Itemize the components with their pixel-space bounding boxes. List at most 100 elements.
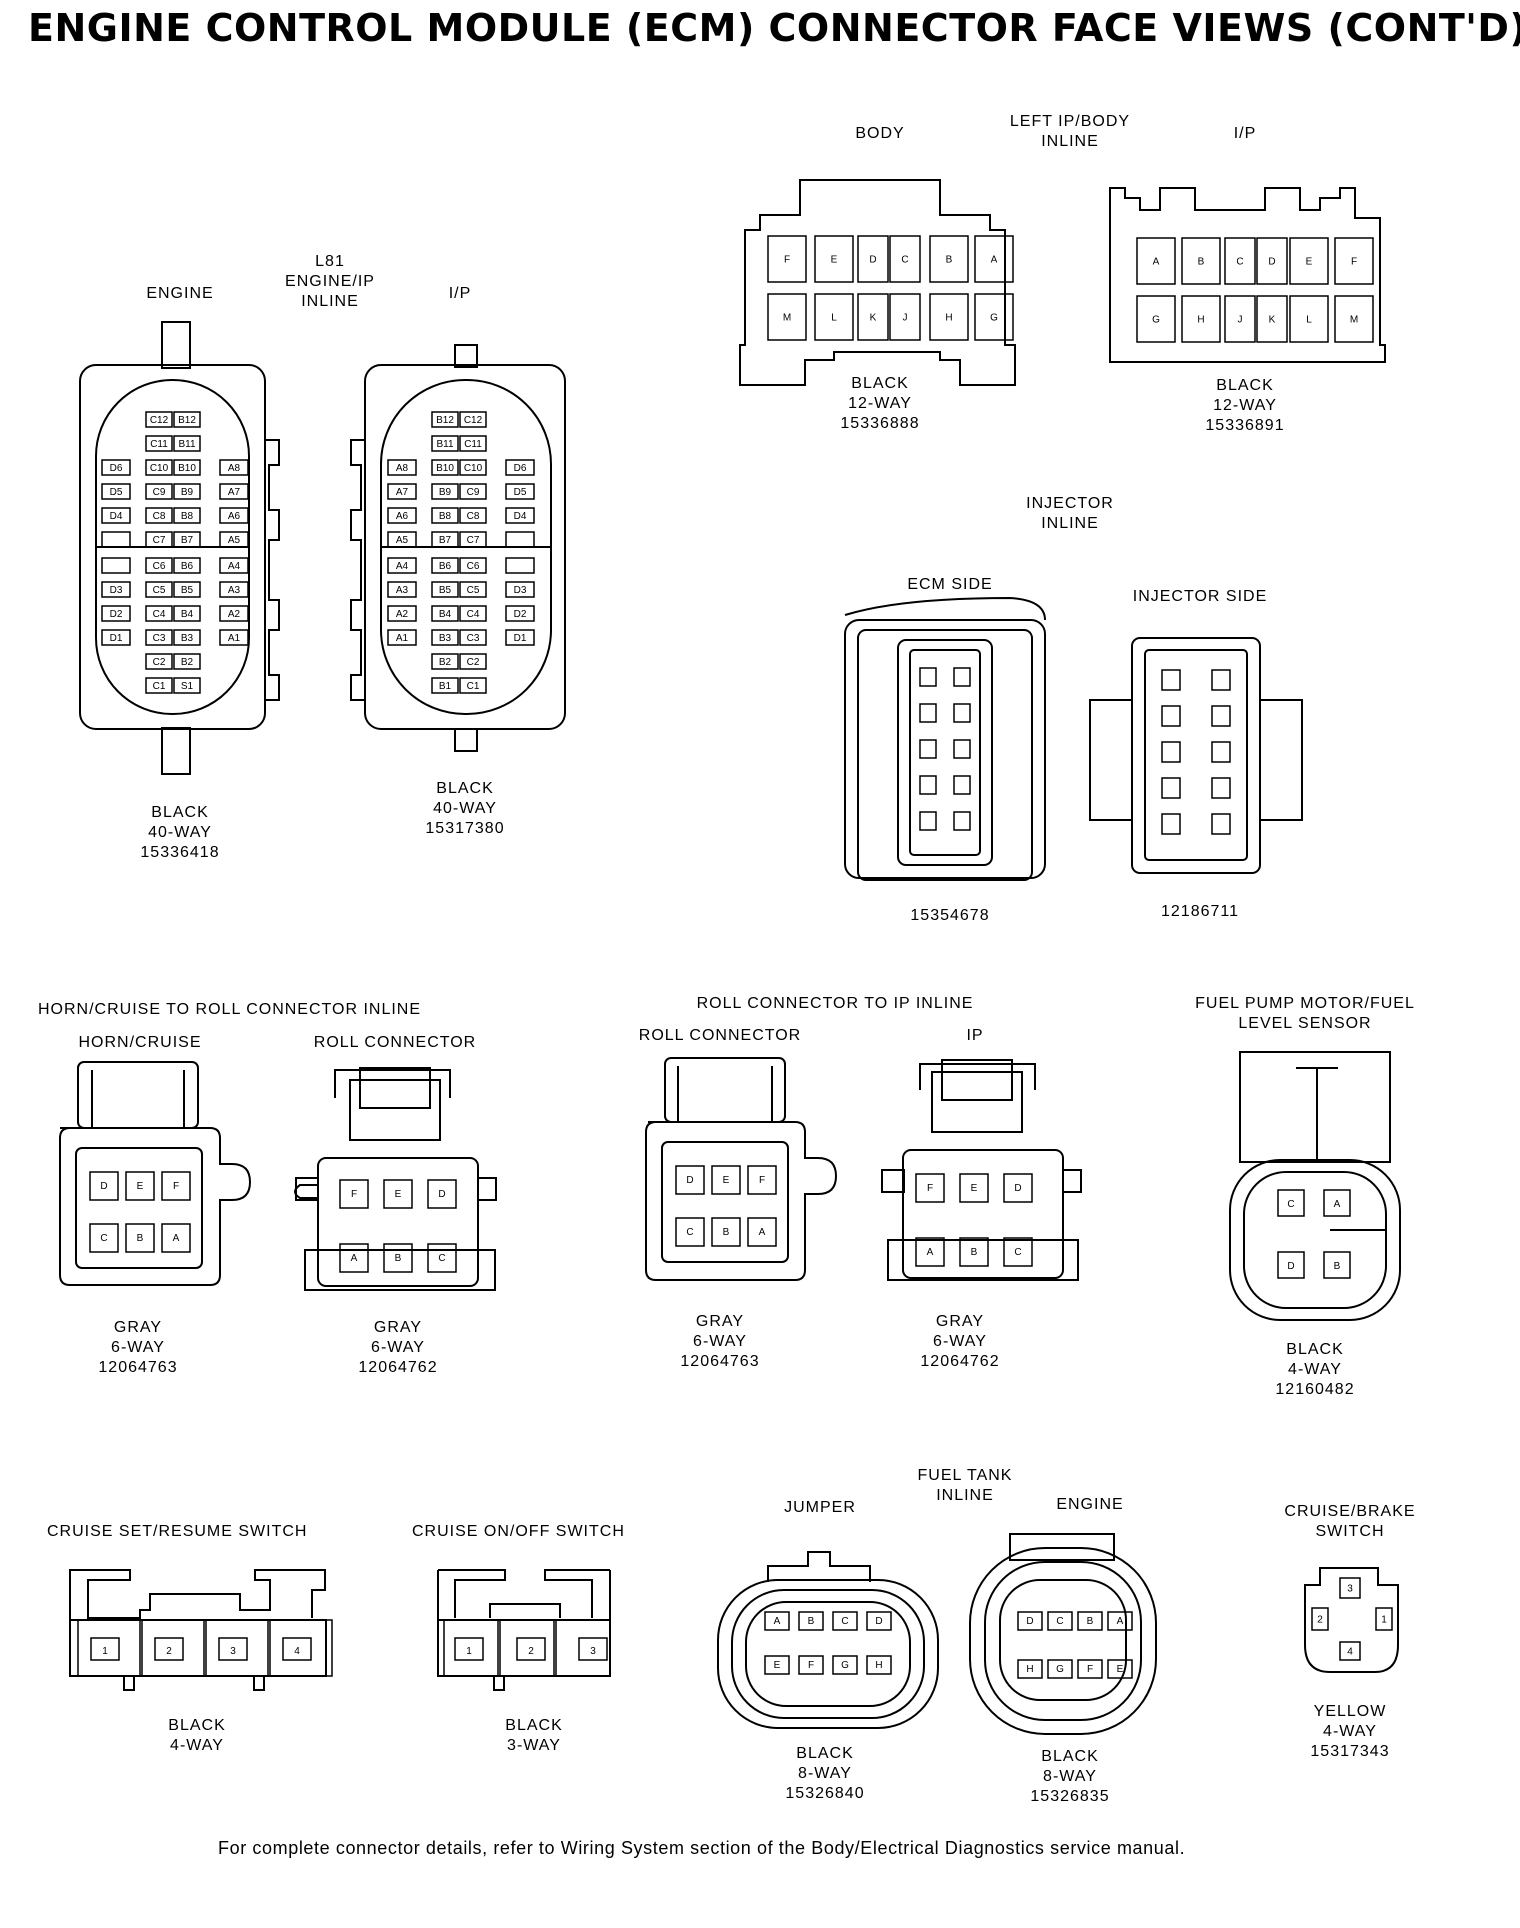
fuel-tank-engine-part: 15326835	[1030, 1788, 1110, 1805]
l81-engine-pins-pin-B9	[173, 483, 201, 500]
horn-roll-pins-pin-A	[339, 1243, 369, 1273]
body-ways: 12-WAY	[848, 395, 912, 412]
roll-ip-roll-label: ROLL CONNECTOR	[638, 1027, 802, 1044]
horn-cruise-pins-pin-F-label: F	[173, 1181, 179, 1192]
l81-engine-pins-pin-C5	[145, 581, 173, 598]
roll-ip-ip-pins-pin-B-label: B	[971, 1247, 978, 1258]
l81-ip-ways: 40-WAY	[433, 800, 497, 817]
roll-ip-ip-pins-pin-D	[1003, 1173, 1033, 1203]
horn-roll-color: GRAY	[373, 1319, 423, 1336]
l81-ip-pins-left-4	[387, 507, 417, 524]
l81-ip-pins-pin-C4	[459, 605, 487, 622]
roll-ip-ip-label: IP	[966, 1027, 984, 1044]
l81-ip-pins-right-3	[505, 483, 535, 500]
injector-side-pin-l4	[1161, 813, 1181, 835]
l81-ip-pins-right-6	[505, 557, 535, 574]
fuel-tank-jumper-ways: 8-WAY	[798, 1765, 852, 1782]
l81-engine-pins-pin-B3	[173, 629, 201, 646]
cruise-brake-header-line2: SWITCH	[1315, 1523, 1385, 1540]
l81-engine-pins-pin-C9	[145, 483, 173, 500]
roll-ip-ip-pins-pin-E-label: E	[971, 1183, 978, 1194]
l81-ip-pins-right-4	[505, 507, 535, 524]
l81-engine-pins-right-7-label: A3	[228, 585, 241, 596]
injector-ecm-pin-r1	[953, 703, 971, 723]
l81-engine-pins-pin-S1-label: S1	[181, 681, 194, 692]
fuel-tank-jumper-pins-pin-F	[798, 1655, 824, 1675]
roll-ip-ip-pins-pin-F-label: F	[927, 1183, 933, 1194]
l81-ip-pins-left-6	[387, 557, 417, 574]
l81-engine-pins-right-9	[219, 629, 249, 646]
l81-engine-pins-pin-C3-label: C3	[153, 633, 166, 644]
injector-side-pin-r1	[1211, 705, 1231, 727]
l81-ip-pins-pin-C11	[459, 435, 487, 452]
cruise-set-pin-1-label: 1	[102, 1646, 108, 1657]
cruise-brake-ways: 4-WAY	[1323, 1723, 1377, 1740]
ip12-pins-pin-G	[1136, 295, 1176, 343]
roll-ip-roll-pins-pin-E-label: E	[723, 1175, 730, 1186]
l81-engine-pins-pin-C7-label: C7	[153, 535, 166, 546]
l81-ip-pins-left-3-label: A7	[396, 487, 409, 498]
ip12-pins-pin-E	[1289, 237, 1329, 285]
l81-ip-pins-pin-C10	[459, 459, 487, 476]
roll-ip-roll-color: GRAY	[695, 1313, 745, 1330]
horn-cruise-pins-pin-E	[125, 1171, 155, 1201]
cruise-set-cell-2	[141, 1619, 205, 1677]
horn-cruise-pins-pin-C	[89, 1223, 119, 1253]
roll-ip-roll-part: 12064763	[680, 1353, 760, 1370]
l81-engine-pins-right-3-label: A7	[228, 487, 241, 498]
l81-engine-pins-pin-C1	[145, 677, 173, 694]
fuel-tank-jumper-pins-pin-E	[764, 1655, 790, 1675]
horn-roll-pins-pin-C-label: C	[438, 1253, 445, 1264]
cruise-onoff-pin-2	[516, 1637, 546, 1661]
l81-ip-pins-right-8	[505, 605, 535, 622]
ip12-pins-pin-B-label: B	[1198, 257, 1205, 268]
l81-ip-pins-pin-B12-label: B12	[436, 415, 454, 426]
l81-ip-pins-left-3	[387, 483, 417, 500]
cruise-brake-pin-3-label: 3	[1347, 1584, 1353, 1595]
roll-ip-roll-pins-pin-B	[711, 1217, 741, 1247]
ip12-pins-pin-K	[1256, 295, 1288, 343]
l81-engine-part: 15336418	[140, 844, 220, 861]
horn-roll-pins-pin-E-label: E	[395, 1189, 402, 1200]
cruise-onoff-pin-1-label: 1	[466, 1646, 472, 1657]
l81-ip-pins-pin-C1-label: C1	[467, 681, 480, 692]
ip12-pins-pin-M	[1334, 295, 1374, 343]
horn-cruise-ways: 6-WAY	[111, 1339, 165, 1356]
l81-engine-pins-pin-C4-label: C4	[153, 609, 166, 620]
l81-ip-pins-pin-B7-label: B7	[439, 535, 452, 546]
body-pins-pin-B	[929, 235, 969, 283]
body-part: 15336888	[840, 415, 920, 432]
injector-header-line1: INJECTOR	[1026, 495, 1114, 512]
fuel-tank-jumper-pins-pin-A	[764, 1611, 790, 1631]
cruise-brake-part: 15317343	[1310, 1743, 1390, 1760]
fuel-tank-jumper-pins-pin-G-label: G	[841, 1660, 849, 1671]
roll-ip-ip-pins-pin-B	[959, 1237, 989, 1267]
roll-ip-ip-ways: 6-WAY	[933, 1333, 987, 1350]
l81-ip-pins-right-9	[505, 629, 535, 646]
fuel-tank-jumper-pins-pin-D	[866, 1611, 892, 1631]
injector-ecm-pin-l0	[919, 667, 937, 687]
l81-ip-part: 15317380	[425, 820, 505, 837]
injector-header-line2: INLINE	[1041, 515, 1099, 532]
l81-engine-pins-left-9-label: D1	[110, 633, 123, 644]
l81-engine-ways: 40-WAY	[148, 824, 212, 841]
l81-ip-pins-pin-C6	[459, 557, 487, 574]
fuel-tank-jumper-pins-pin-H	[866, 1655, 892, 1675]
l81-ip-pins-pin-C2	[459, 653, 487, 670]
fuel-tank-jumper-pins-pin-A-label: A	[774, 1616, 781, 1627]
ip12-pins-pin-B	[1181, 237, 1221, 285]
l81-engine-pins-pin-C8-label: C8	[153, 511, 166, 522]
l81-engine-pins-pin-B8-label: B8	[181, 511, 194, 522]
body-pins-pin-A-label: A	[991, 255, 998, 266]
l81-ip-pins-pin-C5	[459, 581, 487, 598]
cruise-brake-header-line1: CRUISE/BRAKE	[1284, 1503, 1416, 1520]
cruise-set-pin-3	[218, 1637, 248, 1661]
injector-ecm-pin-l2	[919, 739, 937, 759]
roll-ip-ip-pins-pin-C	[1003, 1237, 1033, 1267]
horn-roll-ways: 6-WAY	[371, 1339, 425, 1356]
l81-ip-pins-pin-B11	[431, 435, 459, 452]
